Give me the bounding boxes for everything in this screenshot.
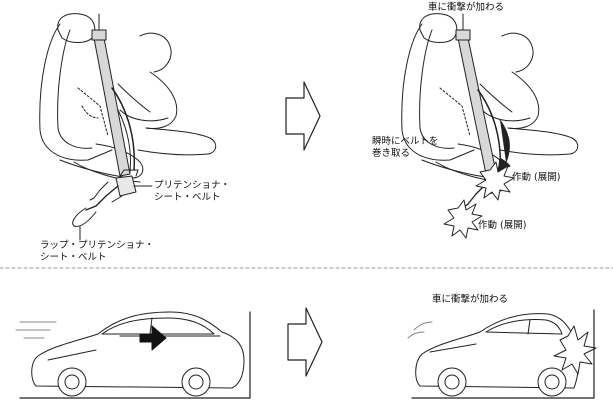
seat-illustration-before	[39, 13, 217, 183]
retract-arrow	[497, 119, 511, 173]
shoulder-belt-after	[455, 13, 502, 175]
top-right-caption: 車に衝撃が加わる	[428, 2, 505, 13]
movement-arrow	[139, 325, 167, 351]
pretensioner-unit-before	[72, 169, 139, 227]
wall-right	[411, 309, 595, 399]
lap-pretensioner-label-line2: シート・ベルト	[40, 252, 107, 263]
wall-left	[19, 311, 251, 399]
retract-label-line2: 巻き取る	[372, 148, 411, 159]
bottom-right-caption: 車に衝撃が加わる	[432, 294, 509, 305]
arrow-top	[285, 81, 321, 151]
burst-upper-icon	[475, 161, 515, 201]
retract-label-line1: 瞬時にベルトを	[372, 136, 439, 147]
impact-burst-icon	[553, 325, 597, 375]
burst-lower-icon	[443, 199, 483, 239]
activation-label-lower: 作動 (展開)	[478, 220, 527, 231]
car-moving	[15, 311, 245, 397]
pretensioner-label-line1: プリテンショナ・	[154, 180, 231, 191]
arrow-bottom	[287, 307, 323, 377]
activation-label-upper: 作動 (展開)	[512, 172, 561, 183]
pretensioner-label-line2: シート・ベルト	[154, 192, 221, 203]
shoulder-belt-before	[91, 13, 136, 177]
car-impact	[407, 313, 579, 397]
lap-pretensioner-label-line1: ラップ・プリテンショナ・	[40, 240, 155, 251]
